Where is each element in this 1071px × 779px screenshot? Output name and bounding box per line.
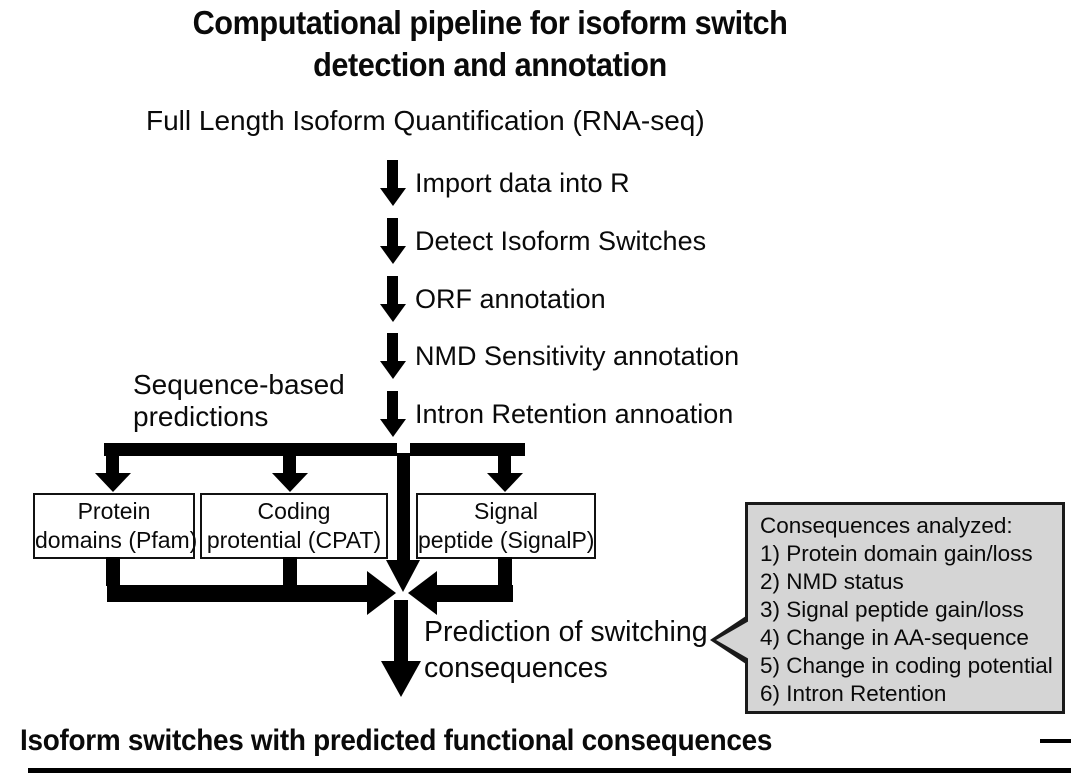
callout-tail-fill — [716, 621, 749, 659]
figure-title-line2: detection and annotation — [313, 46, 667, 83]
consequence-item: 4) Change in AA-sequence — [760, 625, 1029, 650]
flow-arrow-4-stem — [387, 333, 398, 361]
box-coding-potential: Coding protential (CPAT) — [200, 493, 388, 559]
arrow-down-icon — [380, 188, 406, 206]
arrow-down-icon — [380, 304, 406, 322]
box-coding-potential-line2: protential (CPAT) — [206, 527, 382, 553]
arrow-down-icon — [272, 473, 308, 492]
consequences-callout: Consequences analyzed: 1) Protein domain… — [745, 502, 1065, 714]
consequence-item: 6) Intron Retention — [760, 681, 947, 706]
step-label-detect: Detect Isoform Switches — [415, 226, 707, 256]
bottom-rule — [28, 768, 1071, 773]
arrow-down-icon — [95, 473, 131, 492]
branch-arrow-2-stem — [283, 456, 296, 474]
step-label-intron: Intron Retention annoation — [415, 399, 734, 429]
branch-bar-right — [410, 443, 525, 456]
box-protein-domains-line1: Protein — [77, 498, 151, 524]
arrow-down-icon — [380, 419, 406, 437]
step-label-orf: ORF annotation — [415, 284, 606, 314]
consequences-heading: Consequences analyzed: — [760, 513, 1013, 538]
prediction-label-line1: Prediction of switching — [424, 616, 708, 648]
consequence-item: 3) Signal peptide gain/loss — [760, 597, 1024, 622]
box-signal-peptide-line2: peptide (SignalP) — [418, 527, 595, 553]
merge-bar-right — [426, 585, 513, 602]
flow-arrow-3-stem — [387, 276, 398, 304]
box-protein-domains-line2: domains (Pfam) — [35, 527, 198, 553]
arrow-down-icon — [381, 661, 421, 697]
arrow-down-icon — [487, 473, 523, 492]
figure-title-line1: Computational pipeline for isoform switc… — [192, 4, 788, 41]
box-signal-peptide-line1: Signal — [474, 498, 538, 524]
box2-connector-stub — [283, 557, 297, 586]
box-protein-domains: Protein domains (Pfam) — [33, 493, 198, 559]
consequence-item: 2) NMD status — [760, 569, 904, 594]
branch-label-line1: Sequence-based — [133, 369, 345, 400]
step-label-import: Import data into R — [415, 168, 630, 198]
merge-bar-left — [107, 585, 367, 602]
box1-connector-stub — [106, 557, 120, 586]
branch-bar-left — [104, 443, 397, 456]
branch-arrow-1-stem — [106, 456, 119, 474]
box-signal-peptide: Signal peptide (SignalP) — [416, 493, 596, 559]
arrow-right-icon — [367, 571, 396, 615]
box-coding-potential-line1: Coding — [257, 498, 331, 524]
edge-mark — [1040, 739, 1071, 743]
box3-connector-stub — [498, 557, 512, 586]
central-spine — [397, 453, 410, 560]
consequence-item: 5) Change in coding potential — [760, 653, 1053, 678]
branch-label: Sequence-based predictions — [133, 369, 345, 433]
flow-arrow-2-stem — [387, 218, 398, 246]
prediction-label: Prediction of switching consequences — [424, 614, 708, 686]
arrow-down-icon — [380, 246, 406, 264]
prediction-label-line2: consequences — [424, 652, 608, 684]
input-data-label: Full Length Isoform Quantification (RNA-… — [146, 105, 705, 136]
flow-arrow-5-stem — [387, 391, 398, 419]
flow-arrow-1-stem — [387, 160, 398, 188]
figure-footer: Isoform switches with predicted function… — [20, 724, 773, 757]
figure-title: Computational pipeline for isoform switc… — [34, 2, 945, 86]
step-label-nmd: NMD Sensitivity annotation — [415, 341, 740, 371]
branch-arrow-3-stem — [498, 456, 511, 474]
arrow-down-icon — [380, 361, 406, 379]
branch-label-line2: predictions — [133, 401, 269, 432]
final-arrow-stem — [394, 600, 408, 662]
consequence-item: 1) Protein domain gain/loss — [760, 541, 1033, 566]
arrow-left-icon — [408, 571, 437, 615]
